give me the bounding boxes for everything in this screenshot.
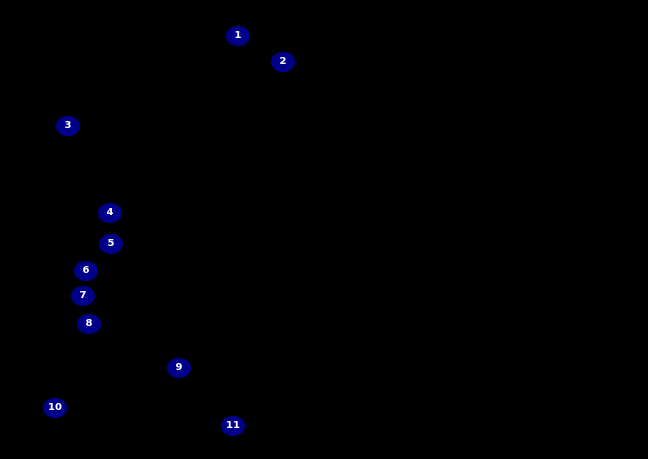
numbered-marker-11[interactable]: 11: [221, 416, 245, 436]
numbered-marker-10[interactable]: 10: [43, 398, 67, 418]
numbered-marker-3[interactable]: 3: [56, 116, 80, 136]
numbered-marker-5[interactable]: 5: [99, 234, 123, 254]
numbered-marker-6[interactable]: 6: [74, 261, 98, 281]
numbered-marker-2[interactable]: 2: [271, 52, 295, 72]
marker-label: 6: [82, 265, 90, 276]
marker-label: 11: [226, 420, 240, 431]
marker-label: 9: [175, 362, 183, 373]
marker-label: 10: [48, 402, 62, 413]
marker-label: 2: [279, 56, 287, 67]
marker-label: 8: [85, 318, 93, 329]
numbered-marker-9[interactable]: 9: [167, 358, 191, 378]
marker-label: 7: [79, 290, 87, 301]
numbered-marker-8[interactable]: 8: [77, 314, 101, 334]
marker-label: 1: [234, 30, 242, 41]
numbered-marker-1[interactable]: 1: [226, 26, 250, 46]
numbered-marker-7[interactable]: 7: [71, 286, 95, 306]
marker-label: 4: [106, 207, 114, 218]
marker-label: 3: [64, 120, 72, 131]
numbered-marker-4[interactable]: 4: [98, 203, 122, 223]
marker-label: 5: [107, 238, 115, 249]
